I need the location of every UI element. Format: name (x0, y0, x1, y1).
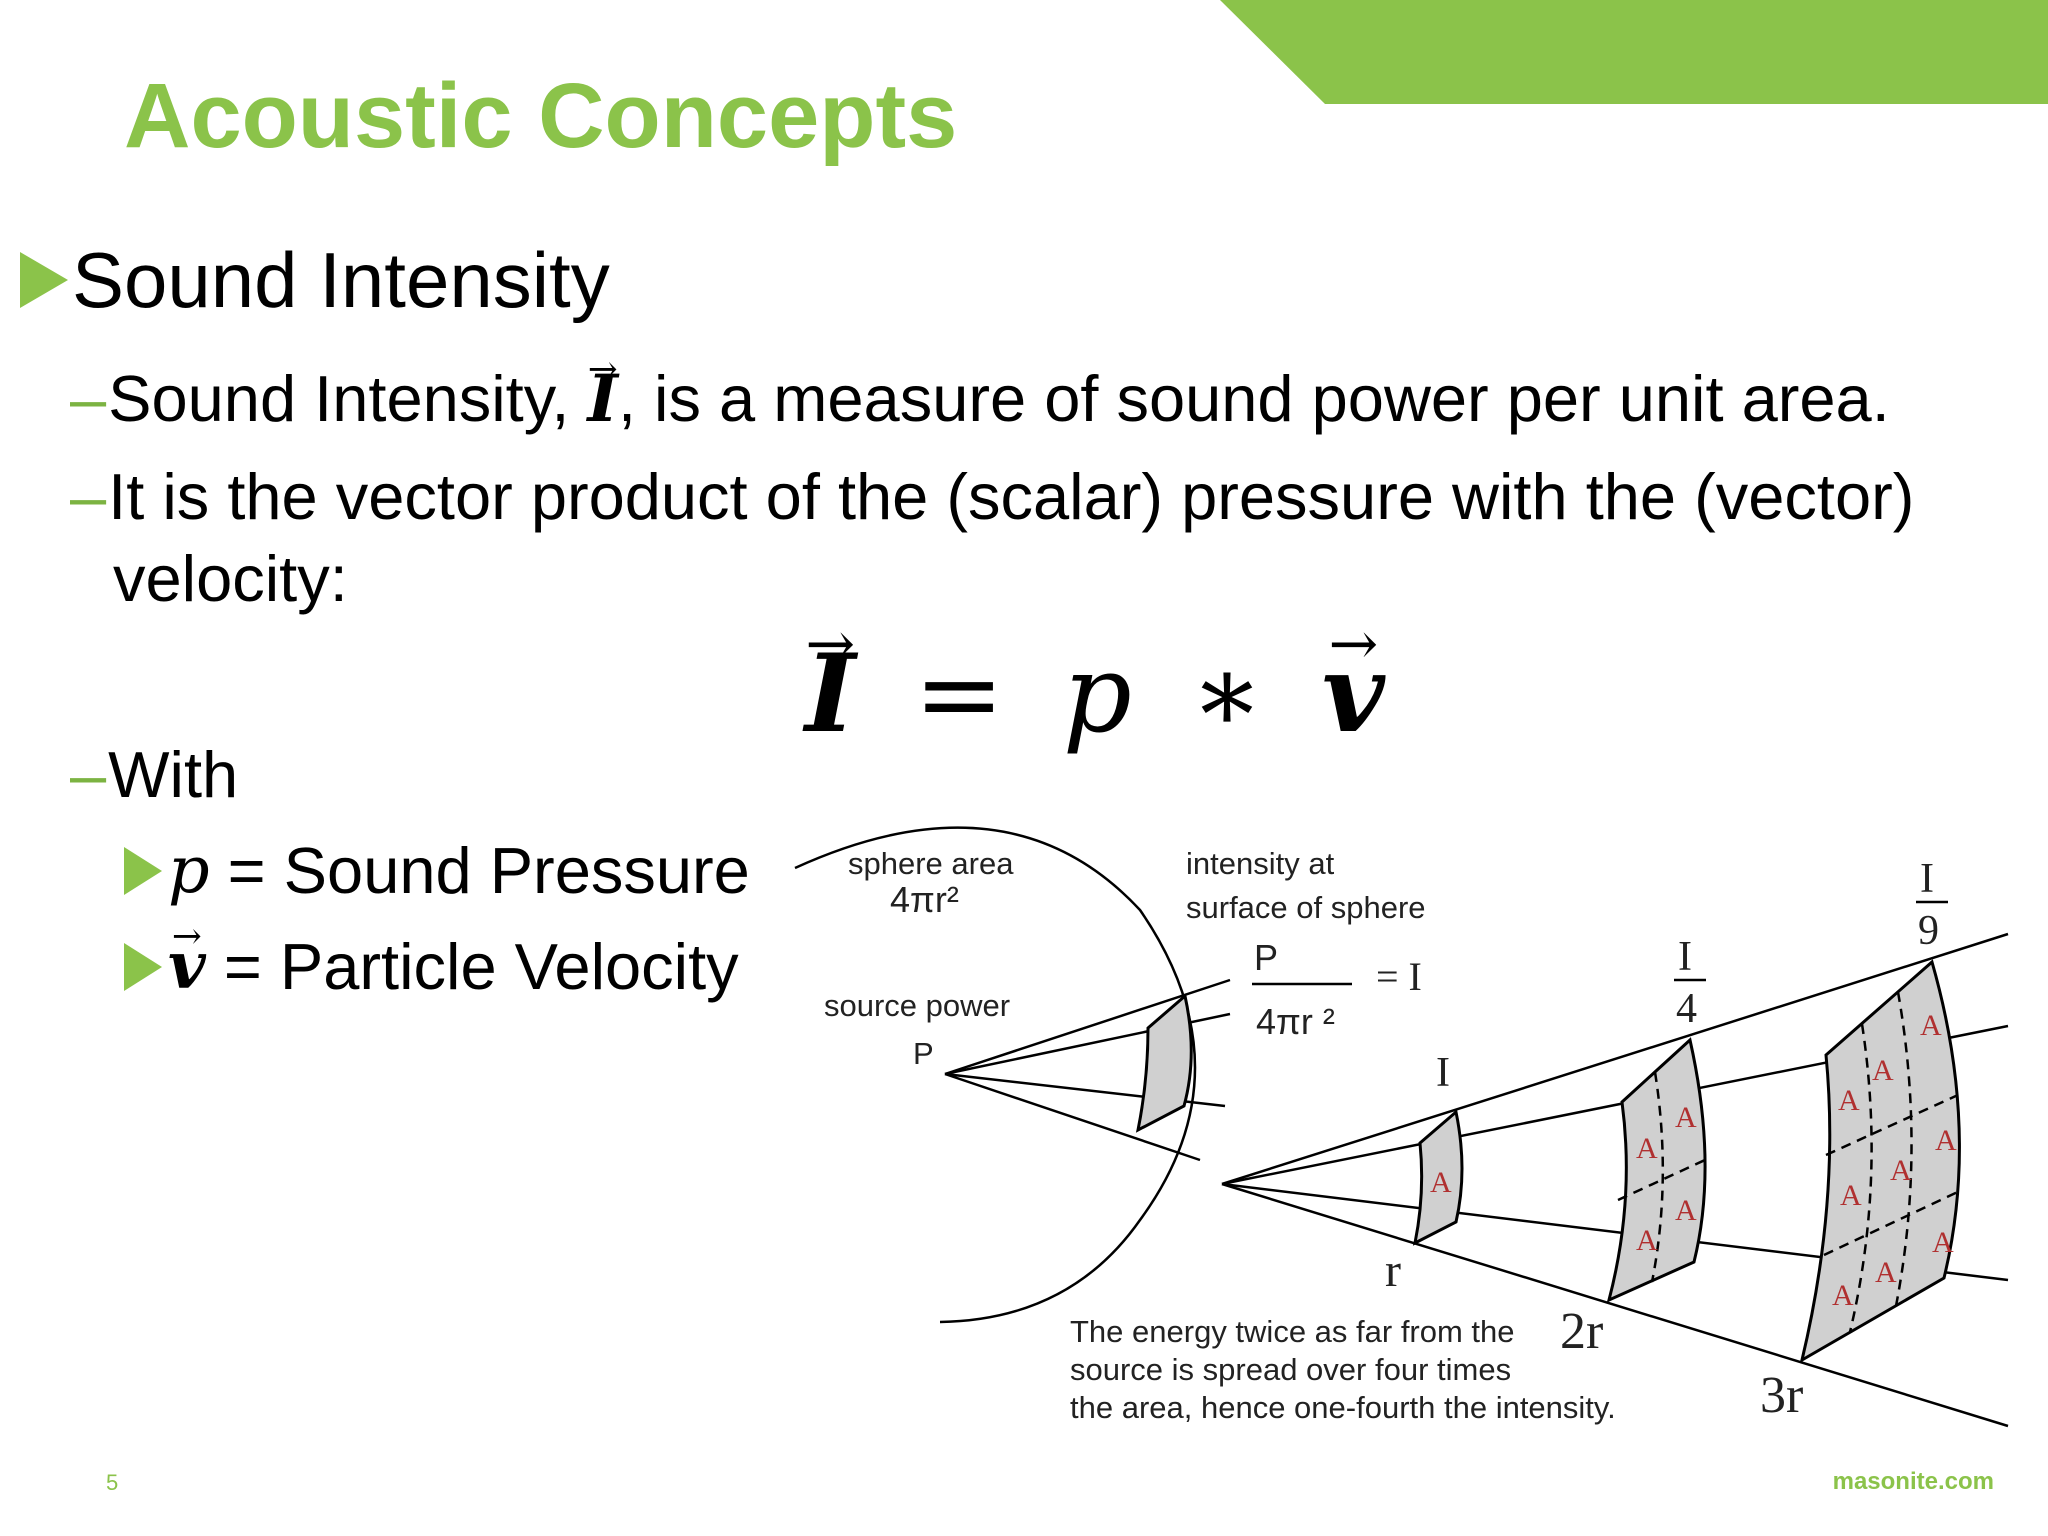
dash-bullet-icon: – (70, 738, 107, 811)
distance-3r: 3r (1760, 1367, 1803, 1424)
intensity-quarter-den: 4 (1676, 986, 1697, 1032)
patch-r (1412, 1109, 1464, 1246)
triangle-bullet-icon (124, 846, 162, 895)
area-label: A (1840, 1179, 1862, 1212)
area-label: A (1430, 1166, 1452, 1199)
grid-line (1894, 991, 1913, 1307)
definition-text: = Sound Pressure (209, 834, 750, 907)
bullet-with: – With (70, 742, 238, 807)
caption: the area, hence one-fourth the intensity… (1070, 1390, 1616, 1425)
pressure-symbol: p (168, 833, 210, 908)
area-label: A (1675, 1194, 1697, 1227)
intensity-label: surface of sphere (1186, 890, 1426, 925)
grid-line (1848, 1023, 1873, 1333)
source-ray (944, 1072, 1201, 1162)
projection-ray (1221, 932, 2009, 1186)
fraction-numerator: P (1254, 937, 1278, 978)
sphere-arc (794, 826, 1197, 1324)
area-label: A (1875, 1256, 1897, 1289)
formula-times: ∗ (1190, 632, 1264, 757)
bullet-text: , is a measure of sound power per unit a… (617, 362, 1890, 435)
area-label: A (1932, 1226, 1954, 1259)
source-power-label: source power (824, 988, 1010, 1023)
formula-pressure: p (1062, 632, 1132, 757)
slide-title: Acoustic Concepts (124, 65, 958, 167)
intensity-ninth-den: 9 (1918, 908, 1939, 954)
vector-arrow-icon: → (587, 349, 618, 390)
intensity-quarter-num: I (1678, 934, 1692, 980)
area-label: A (1636, 1132, 1658, 1165)
sphere-patch (1135, 993, 1193, 1133)
dash-bullet-icon: – (70, 460, 107, 533)
bullet-vector-product-continued: velocity: (113, 546, 348, 611)
formula-intensity-vector: → I (805, 615, 856, 748)
bullet-vector-product: – It is the vector product of the (scala… (70, 464, 1914, 529)
projection-ray (1221, 1182, 2009, 1428)
heading-text: Sound Intensity (72, 235, 610, 324)
formula-equals: = (913, 632, 1005, 757)
triangle-bullet-icon (124, 942, 162, 991)
area-label: A (1920, 1009, 1942, 1042)
vector-arrow-icon: → (171, 916, 202, 957)
grid-line (1825, 1093, 1959, 1157)
grid-line (1650, 1071, 1665, 1283)
page-number: 5 (106, 1470, 119, 1495)
triangle-bullet-icon (20, 252, 68, 308)
area-label: A (1935, 1124, 1957, 1157)
footer-site: masonite.com (1832, 1468, 1994, 1495)
area-label: A (1832, 1279, 1854, 1312)
area-label: A (1636, 1224, 1658, 1257)
source-power-symbol: P (913, 1036, 934, 1071)
area-label: A (1872, 1054, 1894, 1087)
intensity-symbol: I (587, 361, 618, 437)
velocity-symbol: v (168, 928, 206, 1004)
area-label: A (1675, 1101, 1697, 1134)
intensity-at-r: I (1436, 1050, 1450, 1096)
definition-text: = Particle Velocity (205, 930, 739, 1003)
vector-arrow-icon: → (1328, 610, 1379, 680)
grid-line (1823, 1188, 1963, 1257)
inverse-square-diagram: A A A A A A A A A A A A A A sphere area … (794, 826, 2009, 1428)
patch-2r (1606, 1037, 1707, 1303)
sphere-area-label: sphere area (848, 846, 1014, 881)
fraction-denominator: 4πr ² (1256, 1001, 1335, 1042)
formula-velocity-vector: → v (1322, 615, 1385, 748)
velocity-vector-symbol: → v (168, 919, 206, 999)
formula-velocity: v (1321, 631, 1385, 757)
distance-r: r (1385, 1244, 1401, 1297)
heading-bullet: Sound Intensity (20, 236, 610, 324)
definition-velocity: → v = Particle Velocity (124, 919, 739, 1003)
caption: source is spread over four times (1070, 1352, 1511, 1387)
header-banner (1220, 0, 2048, 104)
bullet-text: Sound Intensity, (108, 362, 588, 435)
bullet-text: It is the vector product of the (scalar)… (108, 460, 1915, 533)
bullet-intensity-definition: – Sound Intensity, → I , is a measure of… (70, 352, 1890, 435)
intensity-label: intensity at (1186, 846, 1335, 881)
area-label: A (1890, 1154, 1912, 1187)
formula-intensity: I (805, 631, 856, 757)
distance-2r: 2r (1560, 1303, 1603, 1360)
bullet-text: With (108, 738, 239, 811)
intensity-vector-symbol: → I (588, 352, 618, 432)
dash-bullet-icon: – (70, 362, 107, 435)
caption: The energy twice as far from the (1070, 1314, 1515, 1349)
bullet-text: velocity: (113, 542, 348, 615)
sphere-area-formula: 4πr² (890, 879, 959, 920)
source-ray (944, 978, 1231, 1076)
area-label: A (1838, 1084, 1860, 1117)
vector-arrow-icon: → (805, 610, 856, 680)
definition-pressure: p = Sound Pressure (124, 838, 750, 903)
intensity-formula: → I = p ∗ → v (805, 615, 1385, 749)
equals-intensity: = I (1376, 954, 1422, 999)
intensity-ninth-num: I (1920, 856, 1934, 902)
